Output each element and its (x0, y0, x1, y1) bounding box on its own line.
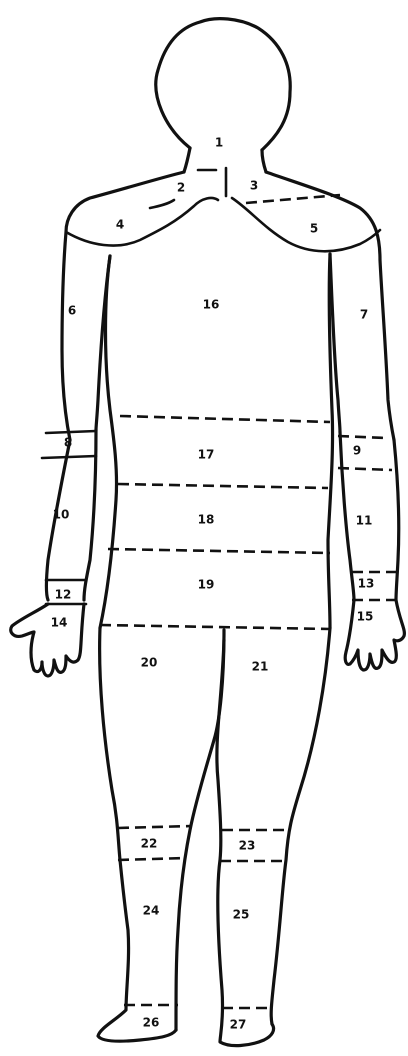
head-outline (156, 19, 290, 150)
left-leg-inner (176, 630, 224, 1030)
region-label-27: 27 (230, 1018, 247, 1032)
region-label-14: 14 (51, 616, 68, 630)
band-shoulder-right (246, 195, 340, 203)
band-16-17 (120, 416, 330, 422)
left-leg-outer (98, 628, 176, 1041)
left-forearm-band-top (46, 431, 96, 433)
left-hand-outline (11, 604, 84, 676)
shoulders-outline (62, 172, 184, 440)
region-label-10: 10 (53, 508, 70, 522)
region-label-26: 26 (143, 1016, 160, 1030)
region-label-7: 7 (360, 308, 368, 322)
right-forearm-band-bottom (338, 468, 392, 470)
region-label-1: 1 (215, 136, 223, 150)
region-label-22: 22 (141, 837, 158, 851)
region-label-15: 15 (357, 610, 374, 624)
region-label-18: 18 (198, 513, 215, 527)
right-leg-outer (271, 628, 330, 1024)
region-label-4: 4 (116, 218, 124, 232)
region-label-11: 11 (356, 514, 373, 528)
region-label-3: 3 (250, 179, 258, 193)
neck-divider (198, 168, 226, 196)
region-label-2: 2 (177, 181, 185, 195)
region-label-5: 5 (310, 222, 318, 236)
left-knee-top (118, 826, 192, 828)
band-18-19 (108, 549, 330, 553)
region-label-16: 16 (203, 298, 220, 312)
region-label-17: 17 (198, 448, 215, 462)
region-label-12: 12 (55, 588, 72, 602)
region-label-21: 21 (252, 660, 269, 674)
band-19-legs (100, 625, 330, 629)
right-arm-outer (394, 440, 399, 600)
region-label-6: 6 (68, 304, 76, 318)
left-forearm-band-bottom (42, 456, 96, 458)
region-label-13: 13 (358, 577, 375, 591)
right-forearm-band-top (338, 436, 386, 438)
left-knee-bottom (118, 858, 186, 860)
region-label-25: 25 (233, 908, 250, 922)
region-label-19: 19 (198, 578, 215, 592)
yoke-left-inner (150, 200, 174, 208)
region-label-8: 8 (64, 436, 72, 450)
region-label-20: 20 (141, 656, 158, 670)
region-label-9: 9 (353, 444, 361, 458)
region-label-24: 24 (143, 904, 160, 918)
yoke-left (66, 198, 218, 246)
region-label-23: 23 (239, 839, 256, 853)
right-hand-outline (345, 600, 404, 670)
band-17-18 (118, 484, 328, 488)
